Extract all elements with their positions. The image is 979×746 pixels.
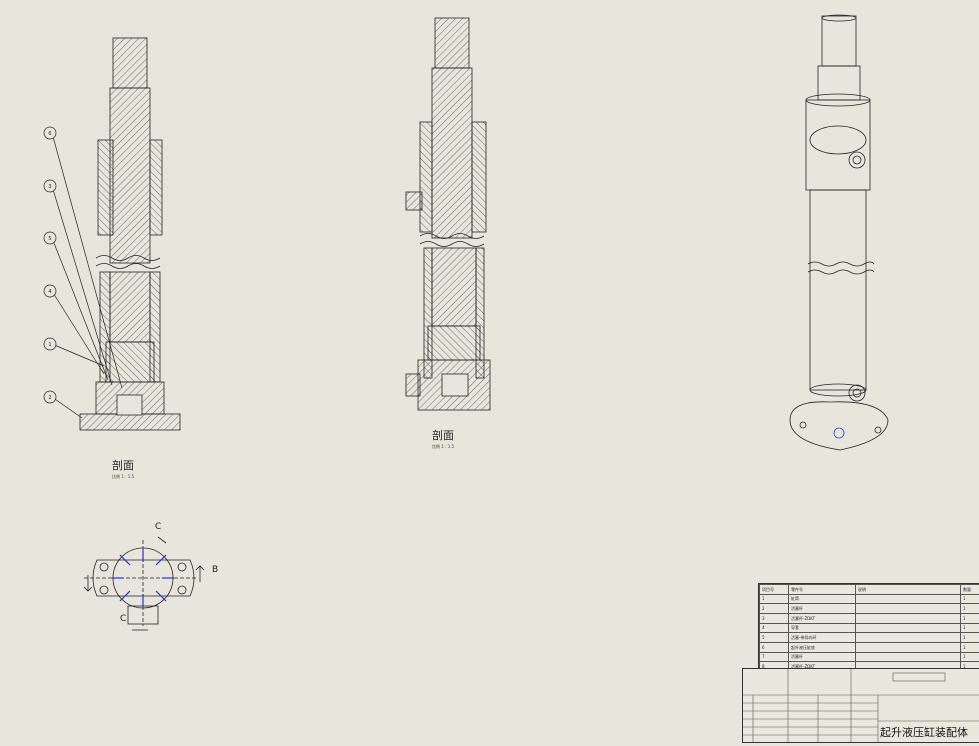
- balloon-label: 1: [48, 342, 51, 348]
- section-1-label: 剖面: [112, 457, 134, 473]
- bottom-view[interactable]: [84, 537, 204, 630]
- balloon-label: 3: [48, 184, 51, 190]
- section-marker-c-bottom: C: [120, 614, 126, 624]
- section-marker-b: B: [212, 565, 218, 575]
- bom-header: 数量: [961, 585, 979, 595]
- section-2-scale: 比例 1 : 1.5: [432, 444, 454, 450]
- isometric-view[interactable]: [790, 15, 888, 450]
- balloon-label: 6: [48, 131, 51, 137]
- bom-header: 说明: [856, 585, 961, 595]
- balloon-label: 5: [48, 236, 51, 242]
- section-view-2[interactable]: [406, 18, 490, 410]
- bom-header: 项目号: [760, 585, 789, 595]
- section-view-1[interactable]: [80, 38, 180, 430]
- section-1-scale: 比例 1 : 1.5: [112, 474, 134, 480]
- balloon-label: 4: [48, 289, 51, 295]
- balloon-label: 2: [48, 395, 51, 401]
- section-marker-c-top: C: [155, 522, 161, 532]
- bom-header: 零件号: [789, 585, 856, 595]
- section-2-label: 剖面: [432, 427, 454, 443]
- drawing-title: 起升液压缸装配体: [880, 724, 968, 740]
